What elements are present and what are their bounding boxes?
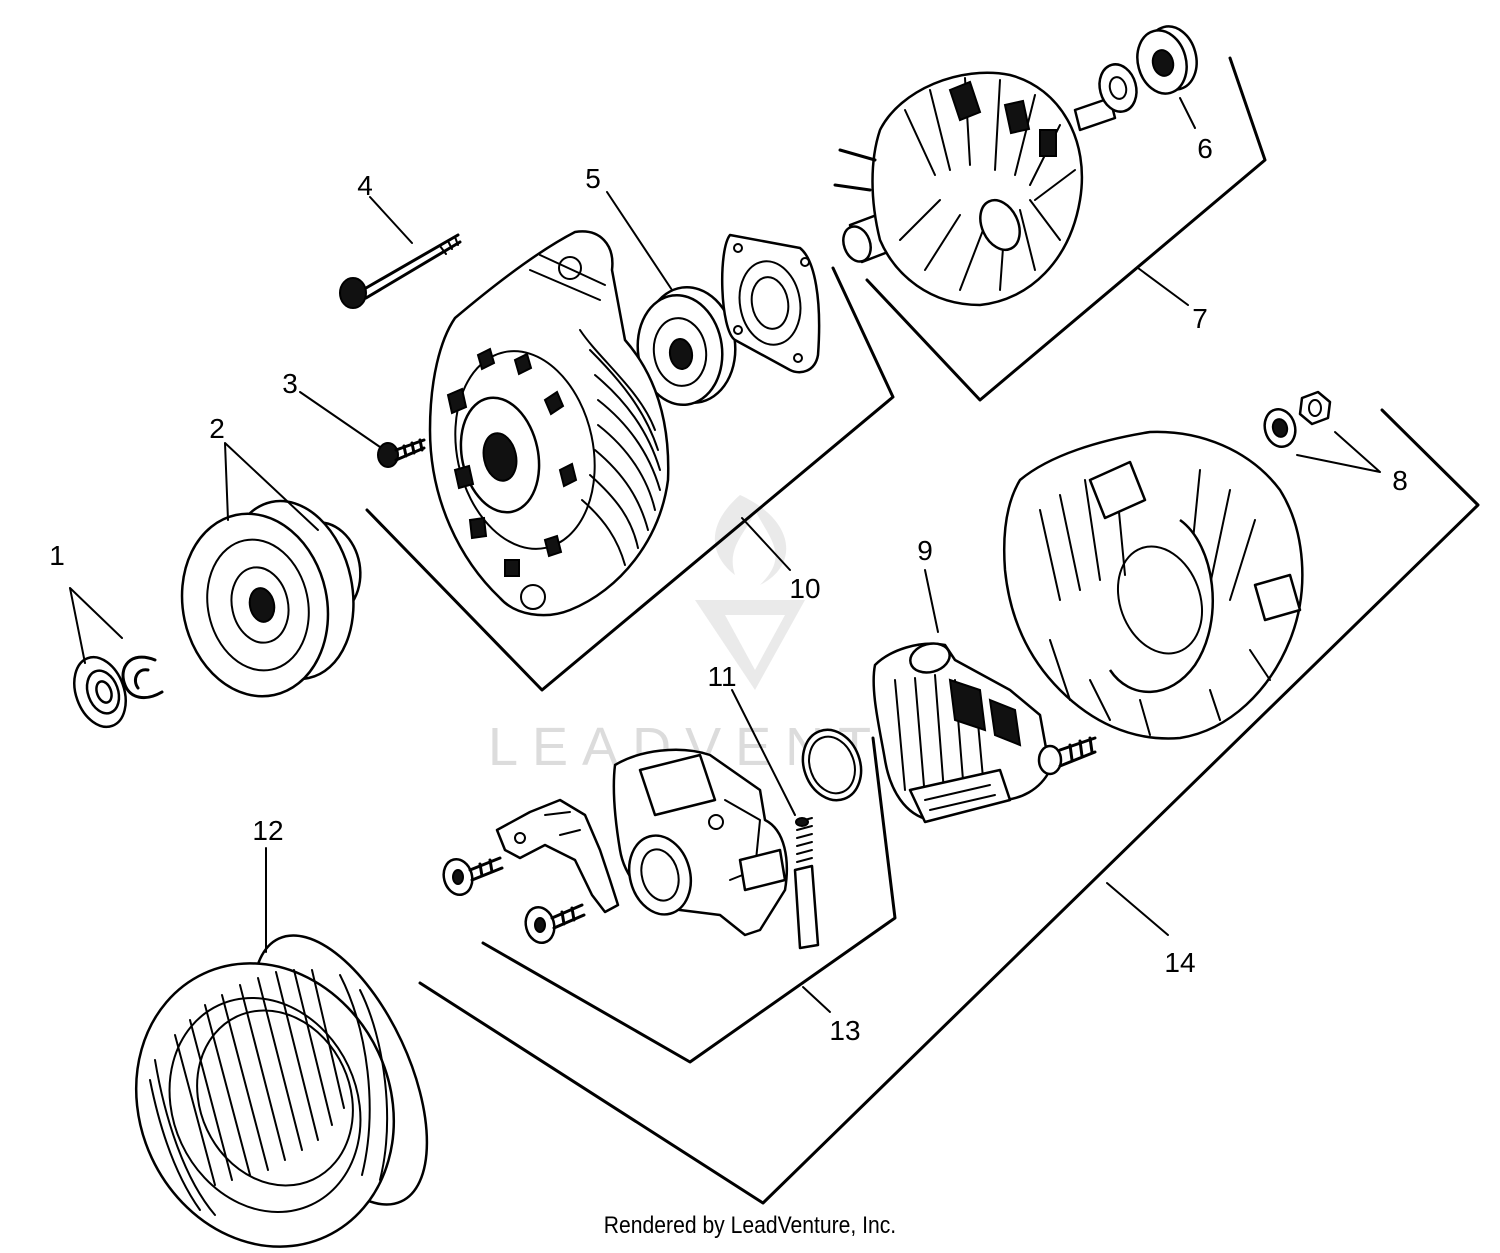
callout-5: 5 [585, 163, 601, 194]
part-6-rear-bearing [1098, 25, 1198, 113]
part-1-nut-and-clip [73, 655, 164, 729]
bracket-screw-lower [524, 903, 586, 945]
part-4-through-bolt [339, 233, 462, 309]
voltage-regulator [612, 748, 789, 937]
part-11-brush [793, 817, 820, 950]
callout-14: 14 [1164, 947, 1195, 978]
part-7-rotor [833, 71, 1117, 307]
part-3-screw [377, 438, 426, 468]
callout-7: 7 [1192, 303, 1208, 334]
o-ring [801, 728, 863, 802]
credit-text: Rendered by LeadVenture, Inc. [603, 1212, 897, 1239]
callouts: 1 2 3 4 5 6 7 8 9 10 11 12 13 14 [49, 133, 1408, 1046]
rear-housing [1003, 430, 1304, 740]
callout-13: 13 [829, 1015, 860, 1046]
callout-10: 10 [789, 573, 820, 604]
bearing-retainer-plate [720, 233, 821, 374]
callout-4: 4 [357, 170, 373, 201]
callout-3: 3 [282, 368, 298, 399]
part-8-nuts [1263, 390, 1332, 449]
group-bracket-10 [365, 266, 895, 692]
group-bracket-13 [481, 736, 897, 1064]
part-2-pulley [180, 499, 362, 698]
callout-11: 11 [707, 661, 736, 692]
leader-lines [69, 97, 1381, 1013]
group-bracket-14 [418, 408, 1480, 1205]
callout-12: 12 [252, 815, 283, 846]
front-housing [428, 230, 670, 617]
part-9-rectifier [872, 642, 1097, 824]
callout-9: 9 [917, 535, 933, 566]
part-12-stator [134, 934, 429, 1248]
callout-2: 2 [209, 413, 225, 444]
callout-1: 1 [49, 540, 65, 571]
brush-holder-bracket [495, 798, 620, 914]
bracket-screw-upper [442, 856, 504, 897]
group-bracket-7 [865, 56, 1267, 402]
callout-6: 6 [1197, 133, 1213, 164]
callout-8: 8 [1392, 465, 1408, 496]
part-5-bearing [636, 285, 737, 407]
